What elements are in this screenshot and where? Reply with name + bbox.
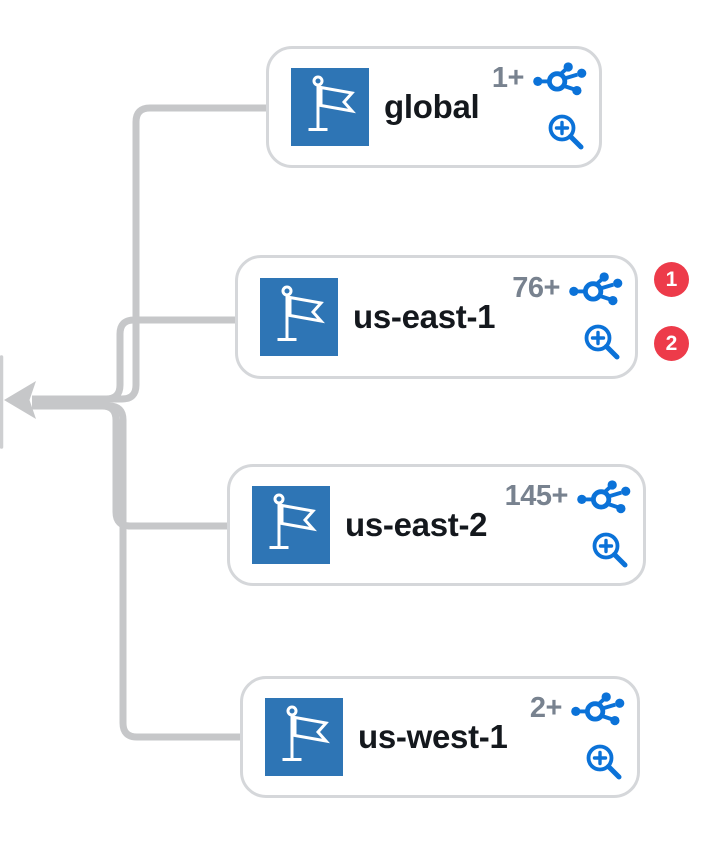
region-node-us-east-1[interactable]: us-east-1 76+	[235, 255, 689, 379]
node-actions: 145+	[505, 467, 631, 583]
connections-count-row: 1+	[491, 61, 587, 96]
edge-global	[32, 104, 266, 403]
connections-icon[interactable]	[571, 691, 625, 726]
callout-badge-1: 1	[654, 262, 689, 297]
region-label: global	[384, 88, 480, 125]
zoom-in-icon[interactable]	[581, 321, 623, 363]
node-actions: 1+	[492, 49, 587, 165]
resource-count: 2+	[529, 692, 563, 724]
region-label: us-east-1	[353, 298, 496, 335]
connections-icon[interactable]	[577, 479, 631, 514]
connections-count-row: 76+	[512, 271, 623, 306]
region-flag-icon	[252, 486, 330, 564]
zoom-in-icon[interactable]	[583, 741, 625, 783]
left-arrow-icon	[4, 381, 36, 419]
connections-count-row: 145+	[504, 479, 631, 514]
connections-icon[interactable]	[569, 271, 623, 306]
callout-badge-2: 2	[654, 326, 689, 361]
resource-count: 1+	[491, 62, 525, 94]
region-flag-icon	[265, 698, 343, 776]
connections-count-row: 2+	[529, 691, 625, 726]
region-node-us-east-2[interactable]: us-east-2 145+	[227, 464, 646, 586]
edge-us-west-1	[32, 402, 240, 741]
edge-us-east-2	[32, 402, 227, 530]
zoom-in-icon[interactable]	[545, 111, 587, 153]
region-label: us-west-1	[358, 718, 508, 755]
zoom-in-icon[interactable]	[589, 529, 631, 571]
region-flag-icon	[291, 68, 369, 146]
resource-count: 145+	[504, 480, 569, 512]
connections-icon[interactable]	[533, 61, 587, 96]
node-actions: 76+	[512, 258, 623, 376]
node-actions: 2+	[530, 679, 625, 795]
region-node-us-west-1[interactable]: us-west-1 2+	[240, 676, 640, 798]
region-label: us-east-2	[345, 506, 488, 543]
region-node-global[interactable]: global 1+	[266, 46, 602, 168]
edge-us-east-1	[32, 316, 235, 403]
resource-count: 76+	[512, 272, 560, 304]
region-flag-icon	[260, 278, 338, 356]
